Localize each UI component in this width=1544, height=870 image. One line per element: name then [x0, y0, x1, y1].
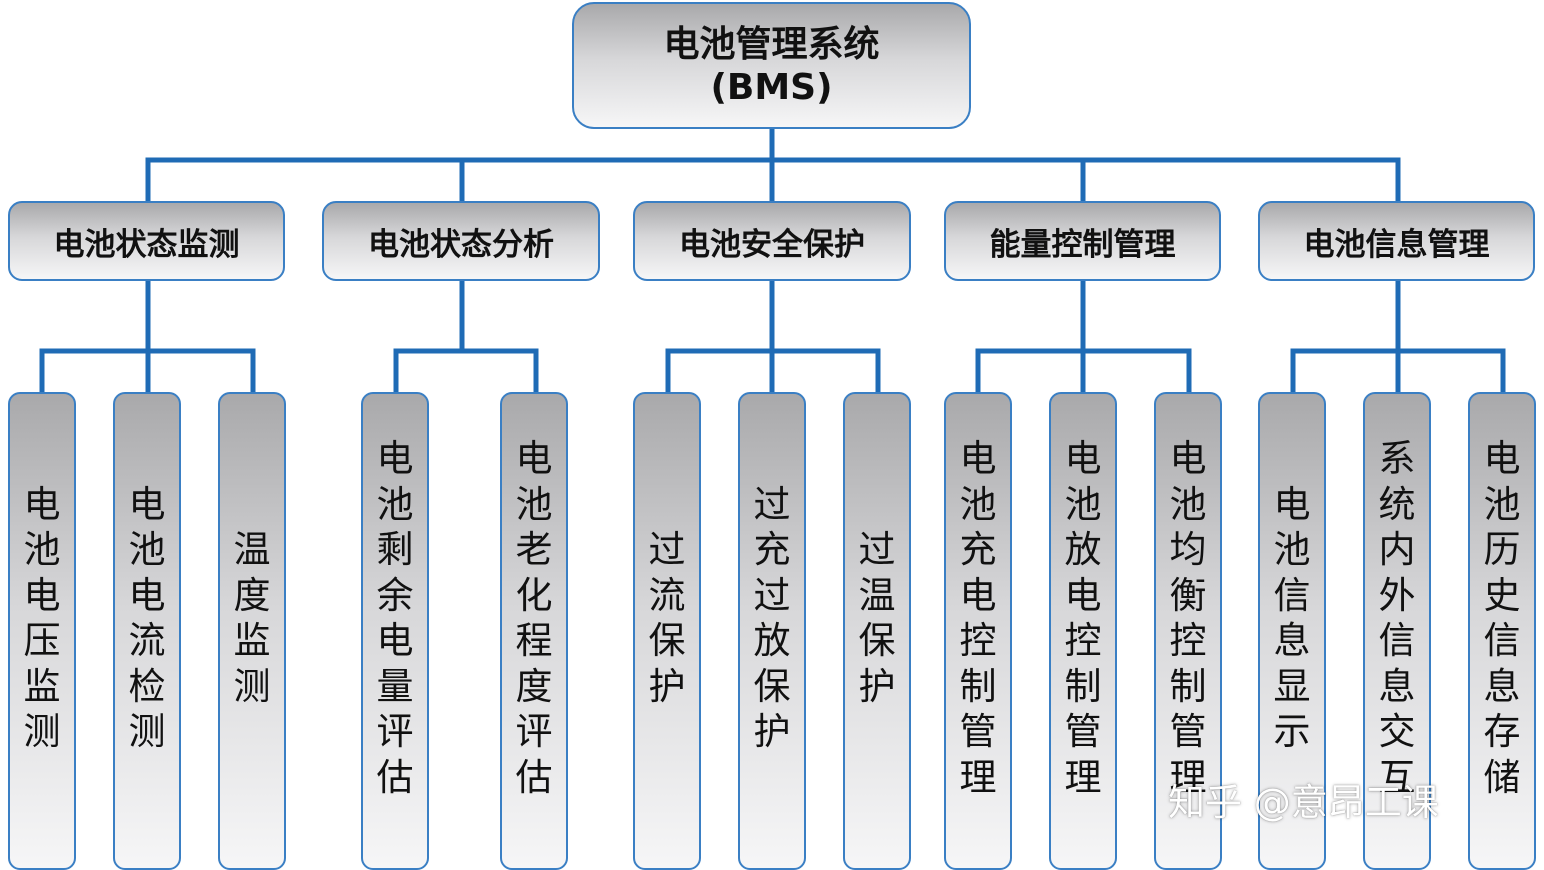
leaf-node: 系统内外信息交互 [1363, 392, 1431, 870]
leaf-label: 电池充电控制管理 [959, 437, 997, 799]
category-label: 电池状态分析 [368, 226, 554, 263]
leaf-label: 电池信息显示 [1273, 482, 1311, 754]
root-subtitle: (BMS) [710, 66, 833, 108]
leaf-label: 电池剩余电量评估 [376, 437, 414, 799]
root-node: 电池管理系统 (BMS) [572, 2, 971, 129]
category-label: 电池状态监测 [53, 226, 240, 263]
category-node: 电池状态分析 [322, 201, 600, 281]
category-node: 电池信息管理 [1258, 201, 1535, 281]
leaf-node: 电池电压监测 [8, 392, 76, 870]
leaf-label: 电池电流检测 [128, 482, 166, 754]
leaf-node: 电池电流检测 [113, 392, 181, 870]
leaf-node: 电池充电控制管理 [944, 392, 1012, 870]
category-label: 电池安全保护 [679, 226, 865, 263]
category-label: 电池信息管理 [1303, 226, 1490, 263]
leaf-node: 电池剩余电量评估 [361, 392, 429, 870]
leaf-label: 温度监测 [233, 528, 271, 708]
leaf-label: 过流保护 [648, 528, 686, 708]
leaf-node: 电池老化程度评估 [500, 392, 568, 870]
leaf-label: 过充过放保护 [753, 482, 791, 754]
leaf-node: 电池放电控制管理 [1049, 392, 1117, 870]
category-node: 电池安全保护 [633, 201, 911, 281]
category-label: 能量控制管理 [989, 226, 1176, 263]
leaf-label: 电池放电控制管理 [1064, 437, 1102, 799]
watermark-text: 知乎 @意昂工课 [1168, 781, 1439, 824]
leaf-node: 电池信息显示 [1258, 392, 1326, 870]
leaf-label: 电池均衡控制管理 [1169, 437, 1207, 799]
root-title: 电池管理系统 [663, 23, 880, 65]
leaf-label: 电池老化程度评估 [515, 437, 553, 799]
leaf-label: 系统内外信息交互 [1378, 437, 1416, 799]
leaf-node: 过流保护 [633, 392, 701, 870]
category-node: 电池状态监测 [8, 201, 285, 281]
leaf-node: 温度监测 [218, 392, 286, 870]
leaf-node: 过温保护 [843, 392, 911, 870]
leaf-node: 过充过放保护 [738, 392, 806, 870]
leaf-node: 电池历史信息存储 [1468, 392, 1536, 870]
leaf-label: 电池历史信息存储 [1483, 437, 1521, 799]
leaf-node: 电池均衡控制管理 [1154, 392, 1222, 870]
leaf-label: 过温保护 [858, 528, 896, 708]
leaf-label: 电池电压监测 [23, 482, 61, 754]
category-node: 能量控制管理 [944, 201, 1221, 281]
